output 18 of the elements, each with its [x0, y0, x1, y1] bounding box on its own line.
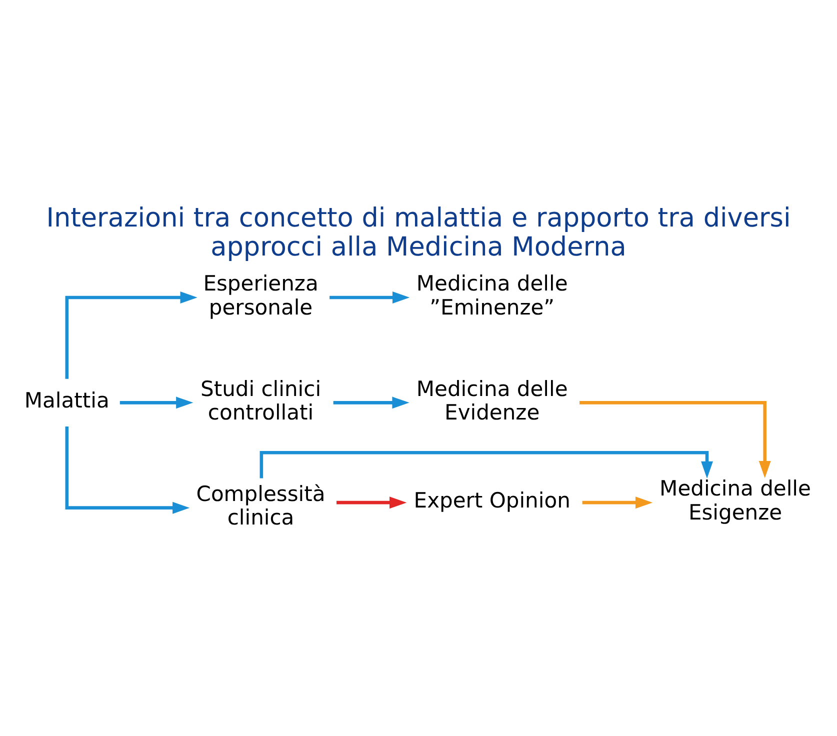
arrow [65, 426, 190, 514]
node-text: Medicina delle Esigenze [660, 475, 811, 524]
diagram-title: Interazioni tra concetto di malattia e rapporto tra diversi approcci alla Medicina Moderna [46, 203, 791, 262]
node-text: Complessità clinica [196, 480, 326, 530]
node-text: Medicina delle Evidenze [416, 375, 568, 424]
arrow [260, 450, 713, 478]
node-text: Studi clinici controllati [200, 375, 322, 424]
arrow [582, 496, 653, 508]
node-text: Esperienza personale [203, 270, 318, 319]
arrow [330, 291, 410, 304]
node-text: Medicina delle ”Eminenze” [416, 270, 568, 319]
arrow [120, 396, 194, 408]
arrow [580, 400, 771, 478]
arrow [336, 496, 407, 508]
node-text: Malattia [24, 387, 110, 412]
node-text: Expert Opinion [414, 487, 570, 512]
arrow [333, 396, 410, 408]
arrow [65, 291, 198, 378]
